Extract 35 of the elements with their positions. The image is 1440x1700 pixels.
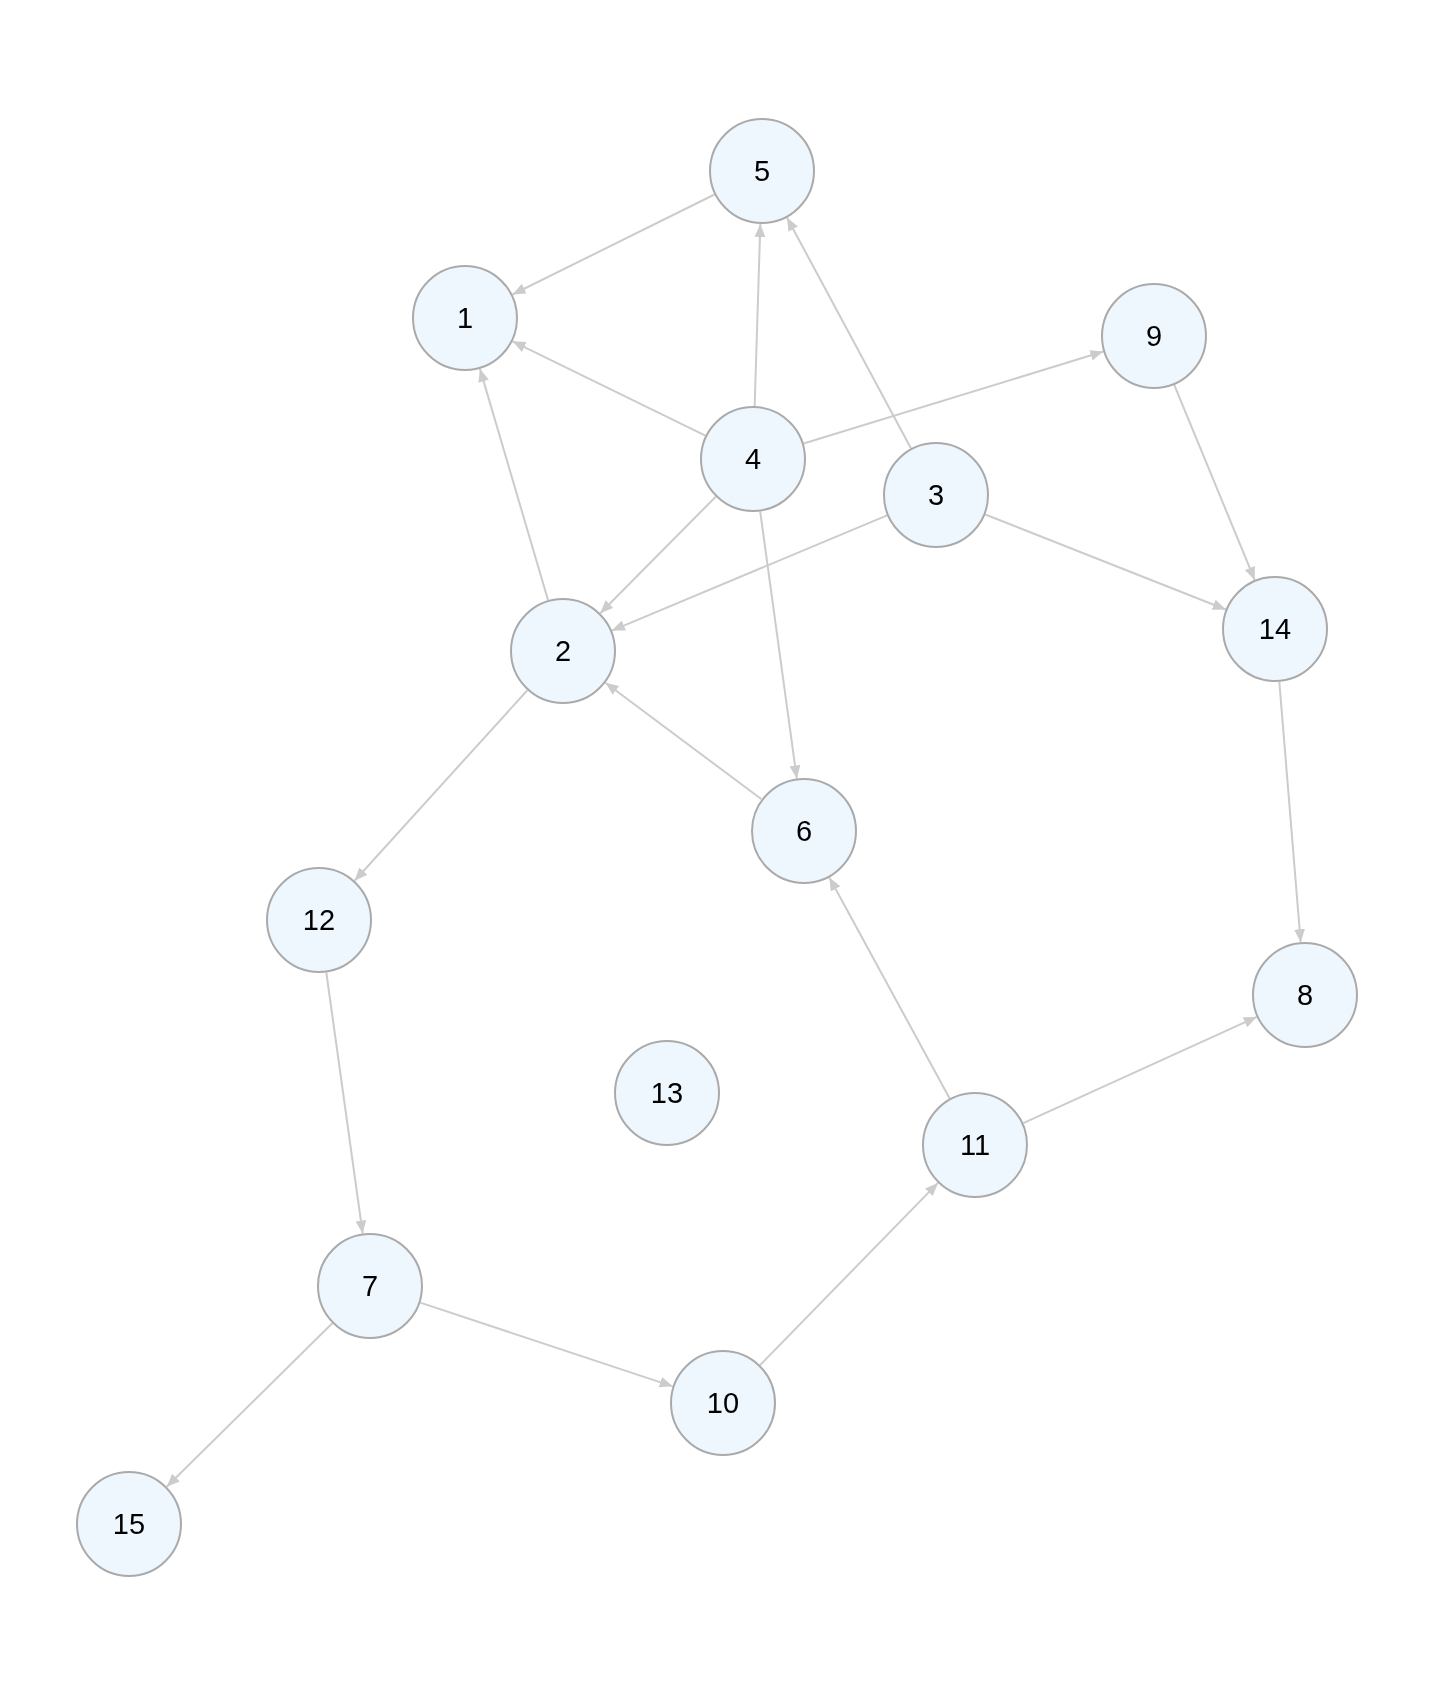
node-number: 3 — [927, 480, 945, 510]
arrow — [325, 971, 367, 1235]
node-number: 13 — [650, 1078, 684, 1108]
arrow — [599, 495, 717, 615]
arrow — [984, 513, 1227, 611]
arrow — [604, 681, 763, 801]
arrow — [419, 1301, 674, 1388]
arrow — [1173, 384, 1256, 581]
node-number: 7 — [361, 1271, 379, 1301]
node-number: 14 — [1258, 614, 1292, 644]
arrow — [610, 514, 889, 632]
node-number: 1 — [456, 303, 474, 333]
node-number: 11 — [959, 1130, 991, 1160]
arrow — [478, 367, 550, 602]
node-number: 2 — [554, 636, 572, 666]
arrow — [1022, 1015, 1258, 1125]
arrow — [353, 689, 529, 882]
node-number: 4 — [744, 444, 762, 474]
arrow — [759, 510, 801, 780]
node-number: 6 — [795, 816, 813, 846]
node-number: 15 — [112, 1509, 146, 1539]
node-number: 12 — [302, 905, 336, 935]
node-number: 9 — [1145, 321, 1163, 351]
arrow — [802, 350, 1105, 445]
arrow — [786, 216, 912, 450]
arrow — [165, 1322, 334, 1488]
node-number: 8 — [1296, 980, 1314, 1010]
arrow — [828, 876, 951, 1100]
arrow — [753, 222, 766, 408]
node-number: 10 — [706, 1388, 740, 1418]
arrow — [759, 1181, 939, 1367]
arrow — [1278, 680, 1305, 944]
arrow — [511, 340, 707, 437]
node-number: 5 — [753, 156, 771, 186]
arrow — [511, 193, 716, 296]
